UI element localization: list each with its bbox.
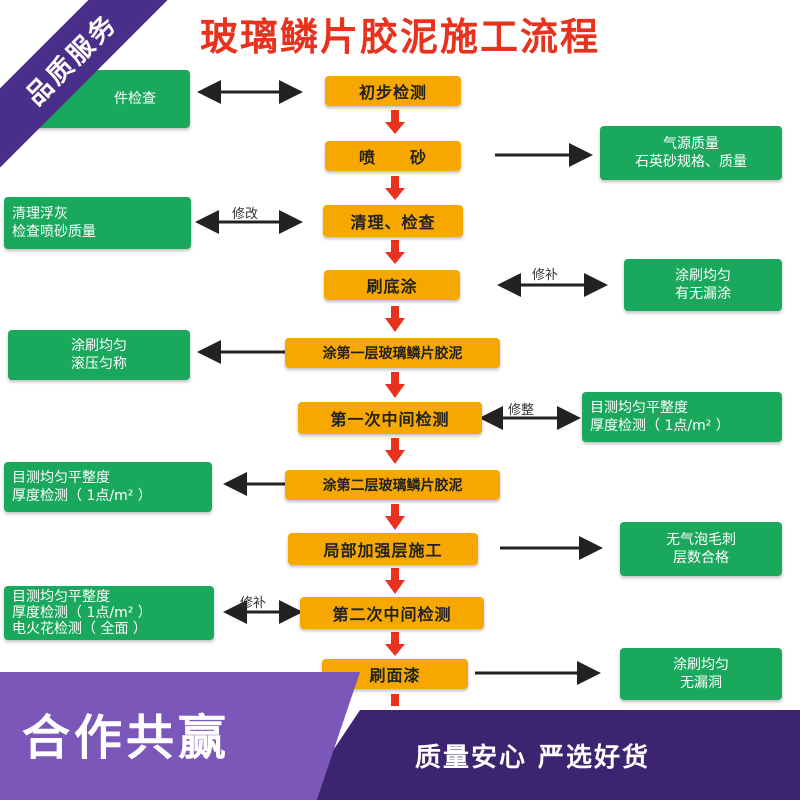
note-adjust: 修整 [508, 403, 535, 418]
note-repair-1: 修补 [532, 268, 559, 283]
step-second-coat: 涂第二层玻璃鳞片胶泥 [285, 470, 500, 500]
left-box-4: 目测均匀平整度 厚度检测（ 1点/m² ） [4, 462, 212, 512]
note-repair-2: 修补 [240, 596, 267, 611]
right-box-4: 无气泡毛刺 层数合格 [620, 522, 782, 576]
right-box-5-line-2: 无漏洞 [680, 675, 722, 691]
right-box-1: 气源质量 石英砂规格、质量 [600, 126, 782, 180]
step-sandblasting: 喷 砂 [325, 141, 461, 171]
step-clean-check: 清理、检查 [323, 205, 463, 237]
left-box-5-line-2: 厚度检测（ 1点/m² ） [12, 605, 152, 621]
right-box-2-line-2: 有无漏涂 [675, 286, 731, 302]
right-box-2: 涂刷均匀 有无漏涂 [624, 259, 782, 311]
left-box-3: 涂刷均匀 滚压匀称 [8, 330, 190, 380]
right-box-1-line-2: 石英砂规格、质量 [635, 154, 747, 170]
bottom-banner: 合作共赢 质量安心 严选好货 [0, 672, 800, 800]
right-box-5: 涂刷均匀 无漏洞 [620, 648, 782, 700]
right-box-1-line-1: 气源质量 [663, 136, 719, 152]
right-box-3-line-1: 目测均匀平整度 [590, 400, 688, 416]
left-box-5-line-3: 电火花检测（ 全面 ） [12, 621, 147, 637]
step-first-coat: 涂第一层玻璃鳞片胶泥 [285, 338, 500, 368]
down-arrow-3 [385, 240, 405, 264]
down-arrow-9 [385, 632, 405, 656]
step-reinforcement: 局部加强层施工 [288, 533, 478, 565]
right-box-4-line-1: 无气泡毛刺 [666, 532, 736, 548]
left-box-3-line-1: 涂刷均匀 [71, 338, 127, 354]
right-box-3-line-2: 厚度检测（ 1点/m² ） [590, 418, 730, 434]
down-arrow-1 [385, 110, 405, 134]
left-box-2-line-1: 清理浮灰 [12, 206, 68, 222]
step-primer: 刷底涂 [324, 270, 460, 300]
down-arrow-8 [385, 568, 405, 594]
left-box-2: 清理浮灰 检查喷砂质量 [4, 197, 191, 249]
left-box-5: 目测均匀平整度 厚度检测（ 1点/m² ） 电火花检测（ 全面 ） [4, 586, 214, 640]
banner-left-panel [0, 672, 360, 800]
left-box-2-line-2: 检查喷砂质量 [12, 224, 96, 240]
step-second-inspection: 第二次中间检测 [300, 597, 484, 629]
down-arrow-10 [391, 694, 399, 706]
step-first-inspection: 第一次中间检测 [298, 402, 482, 434]
step-initial-inspection: 初步检测 [325, 76, 461, 106]
left-box-3-line-2: 滚压匀称 [71, 356, 127, 372]
side-connectors [195, 80, 608, 685]
banner-sub-text: 质量安心 严选好货 [415, 743, 651, 773]
right-box-4-line-2: 层数合格 [673, 550, 729, 566]
down-arrow-6 [385, 438, 405, 464]
down-arrow-2 [385, 176, 405, 200]
down-arrow-5 [385, 372, 405, 398]
note-modify: 修改 [232, 207, 259, 222]
page-title: 玻璃鳞片胶泥施工流程 [200, 14, 601, 59]
left-box-1-line-1: 件检查 [114, 91, 156, 107]
banner-main-text: 合作共赢 [22, 710, 231, 766]
right-box-2-line-1: 涂刷均匀 [675, 268, 731, 284]
right-box-3: 目测均匀平整度 厚度检测（ 1点/m² ） [582, 392, 782, 442]
flow-arrows [385, 110, 405, 706]
left-box-5-line-1: 目测均匀平整度 [12, 589, 110, 605]
left-box-4-line-1: 目测均匀平整度 [12, 470, 110, 486]
right-box-5-line-1: 涂刷均匀 [673, 657, 729, 673]
down-arrow-4 [385, 306, 405, 332]
banner-right-panel [300, 710, 800, 800]
left-box-4-line-2: 厚度检测（ 1点/m² ） [12, 488, 152, 504]
down-arrow-7 [385, 504, 405, 530]
